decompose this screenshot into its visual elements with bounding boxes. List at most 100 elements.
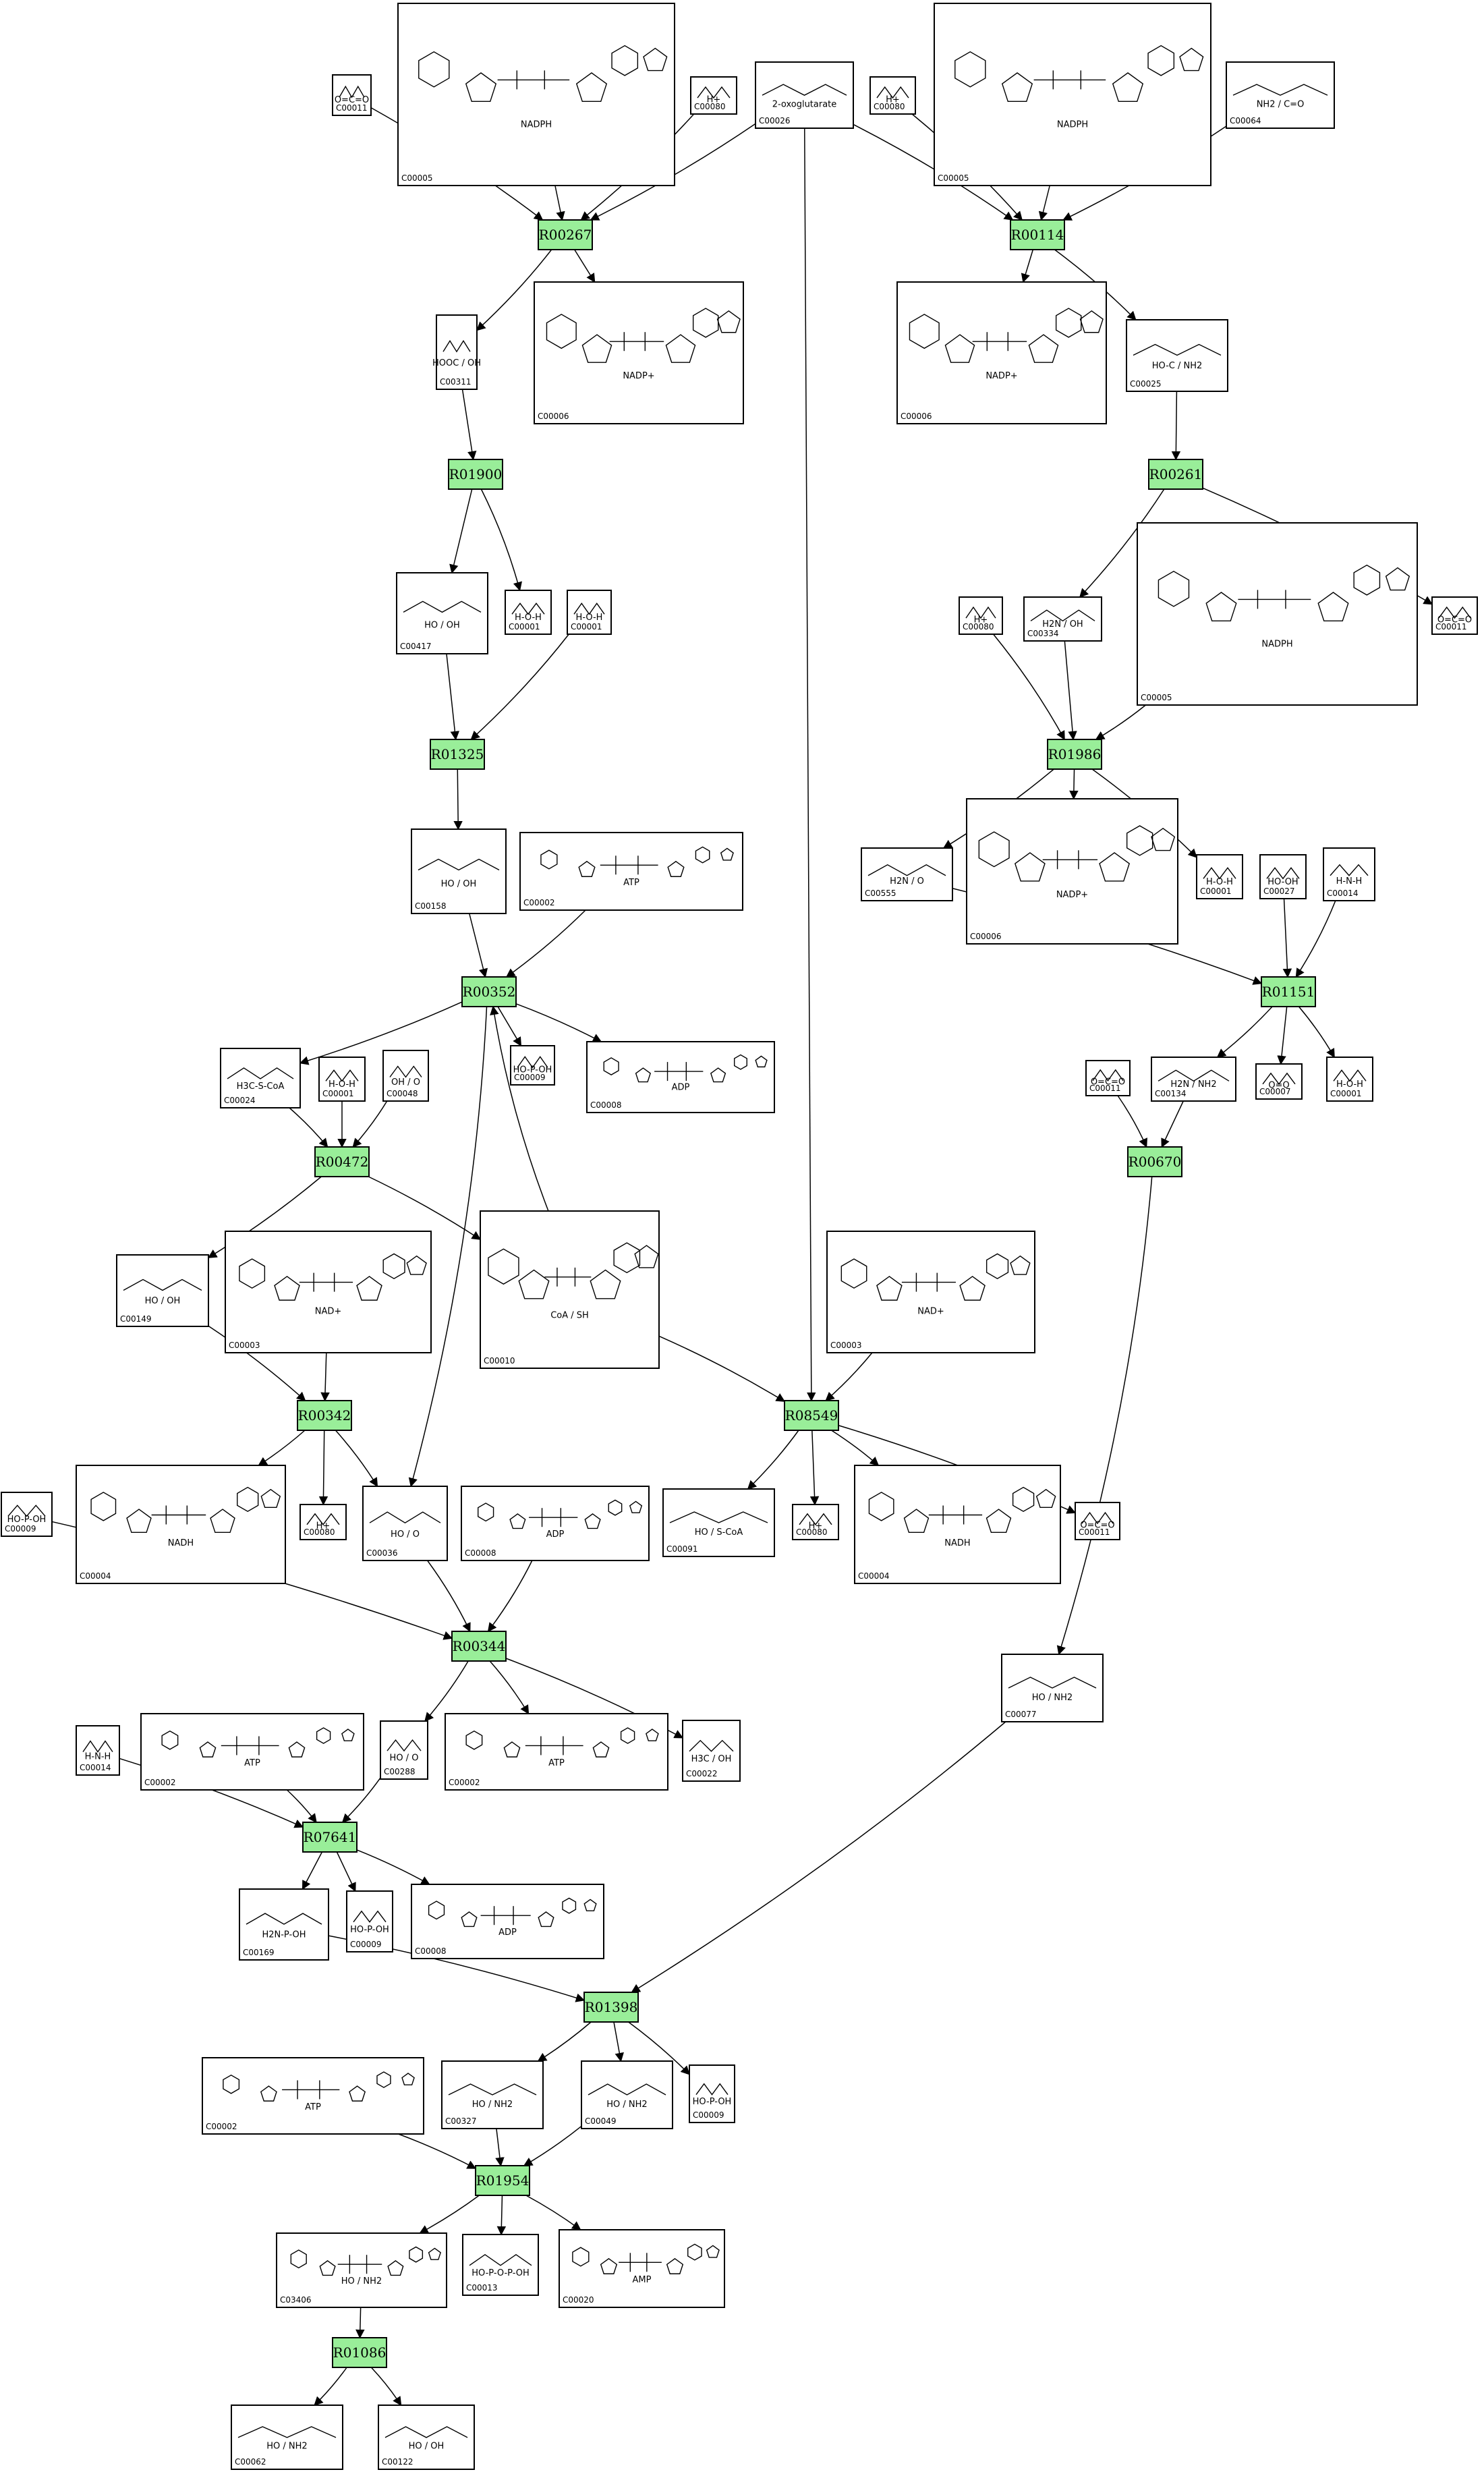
compound-box[interactable]: NAD+C00003 bbox=[225, 1231, 432, 1353]
compound-box[interactable]: H+C00080 bbox=[869, 76, 916, 115]
edge-c17-R01986 bbox=[1095, 704, 1146, 740]
reaction-node[interactable]: R01986 bbox=[1047, 739, 1102, 770]
reaction-node[interactable]: R01325 bbox=[430, 739, 485, 770]
reaction-node[interactable]: R00342 bbox=[297, 1400, 352, 1431]
edge-R01986-c22 bbox=[1069, 768, 1079, 800]
compound-id: C00001 bbox=[509, 622, 540, 631]
reaction-label: R00352 bbox=[463, 984, 516, 1000]
compound-box[interactable]: NADP+C00006 bbox=[534, 281, 744, 424]
compound-box[interactable]: NAD+C00003 bbox=[826, 1231, 1035, 1353]
compound-frame bbox=[76, 1465, 286, 1584]
reaction-node[interactable]: R01398 bbox=[583, 1992, 639, 2023]
reaction-node[interactable]: R07641 bbox=[302, 1822, 358, 1853]
reaction-node[interactable]: R00472 bbox=[314, 1146, 370, 1177]
compound-box[interactable]: H+C00080 bbox=[690, 76, 737, 115]
reaction-node[interactable]: R00344 bbox=[451, 1631, 507, 1662]
reaction-node[interactable]: R00261 bbox=[1148, 459, 1203, 490]
reaction-node[interactable]: R08549 bbox=[784, 1400, 839, 1431]
compound-formula: NAD+ bbox=[315, 1306, 342, 1316]
compound-box[interactable]: H+C00080 bbox=[959, 596, 1003, 635]
reaction-node[interactable]: R00352 bbox=[461, 976, 517, 1007]
reaction-node[interactable]: R01900 bbox=[448, 459, 503, 490]
compound-box[interactable]: H+C00080 bbox=[792, 1504, 839, 1540]
compound-frame bbox=[140, 1713, 364, 1791]
reaction-node[interactable]: R01151 bbox=[1261, 976, 1316, 1007]
reaction-node[interactable]: R01954 bbox=[475, 2165, 530, 2196]
compound-formula: H-O-H bbox=[576, 613, 603, 623]
compound-frame bbox=[231, 2405, 343, 2470]
reaction-box bbox=[475, 2165, 530, 2196]
edge-c50-R07641 bbox=[286, 1789, 317, 1824]
edge-R01325-c19 bbox=[453, 768, 463, 831]
compound-box[interactable]: NADP+C00006 bbox=[896, 281, 1107, 424]
compound-frame bbox=[397, 3, 675, 186]
reaction-node[interactable]: R00267 bbox=[538, 219, 593, 250]
reaction-node[interactable]: R00114 bbox=[1010, 219, 1065, 250]
compound-frame bbox=[792, 1504, 839, 1540]
reaction-node[interactable]: R01086 bbox=[332, 2337, 387, 2368]
reaction-node[interactable]: R00670 bbox=[1127, 1146, 1182, 1177]
compound-frame bbox=[519, 832, 743, 911]
compound-box[interactable]: H+C00080 bbox=[299, 1504, 347, 1540]
edge-R01900-c12 bbox=[449, 488, 473, 574]
compound-box[interactable]: NADP+C00006 bbox=[966, 798, 1178, 945]
compound-frame bbox=[480, 1210, 660, 1369]
